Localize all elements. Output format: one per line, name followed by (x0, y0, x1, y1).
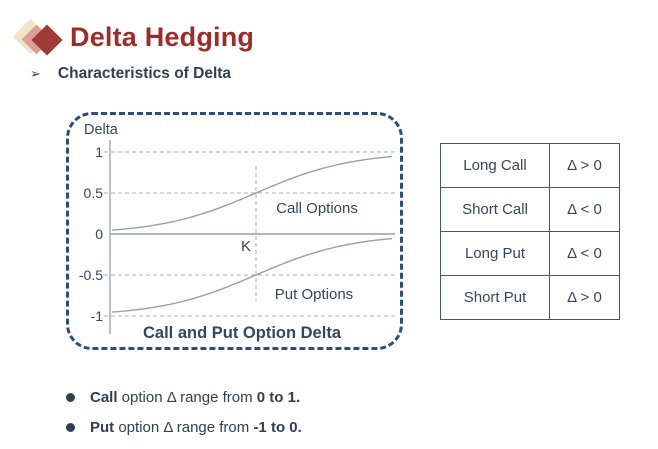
position-cell: Long Call (440, 143, 550, 188)
delta-sign-table: Long Call Δ > 0 Short Call Δ < 0 Long Pu… (440, 143, 620, 320)
bullet-dot-icon (66, 392, 75, 402)
position-cell: Long Put (440, 231, 550, 276)
delta-sign-cell: Δ > 0 (549, 143, 620, 188)
put-delta-curve (111, 237, 393, 313)
call-options-label: Call Options (276, 200, 358, 217)
table-row: Long Put Δ < 0 (440, 231, 620, 276)
page-title: Delta Hedging (70, 22, 255, 52)
section-heading: Characteristics of Delta (57, 65, 232, 82)
table-row: Short Call Δ < 0 (440, 187, 620, 232)
put-options-label: Put Options (275, 286, 353, 303)
bullet-middle: option Δ range from (117, 388, 257, 406)
arrow-bullet-icon: ➢ (30, 66, 41, 81)
delta-sign-cell: Δ < 0 (549, 231, 620, 276)
delta-sign-cell: Δ > 0 (549, 275, 620, 320)
ytick-05: 0.5 (84, 185, 104, 201)
ytick-0: 0 (95, 226, 103, 242)
bullet-lead: Put (90, 418, 115, 436)
bullet-middle: option Δ range from (114, 418, 254, 436)
delta-chart: Delta 1 0.5 0 -0.5 -1 K Call Options Put… (79, 122, 395, 342)
section-heading-row: ➢ Characteristics of Delta (30, 65, 231, 83)
strike-label: K (241, 238, 251, 255)
bullet-dot-icon (66, 422, 75, 432)
delta-sign-cell: Δ < 0 (549, 187, 620, 232)
bullet-tail: 0 to 1. (256, 388, 301, 406)
call-delta-curve (111, 155, 393, 231)
ytick-m05: -0.5 (79, 267, 103, 283)
bullet-text: Put option Δ range from -1 to 0. (90, 419, 302, 436)
list-item: Call option Δ range from 0 to 1. (66, 382, 302, 412)
table-row: Short Put Δ > 0 (440, 275, 620, 320)
position-cell: Short Put (440, 275, 550, 320)
key-points-list: Call option Δ range from 0 to 1. Put opt… (66, 382, 302, 442)
list-item: Put option Δ range from -1 to 0. (66, 412, 302, 442)
delta-chart-panel: Delta 1 0.5 0 -0.5 -1 K Call Options Put… (66, 112, 403, 350)
ytick-1: 1 (95, 144, 103, 160)
ytick-m1: -1 (91, 308, 104, 324)
bullet-tail: -1 to 0. (253, 418, 302, 436)
position-cell: Short Call (440, 187, 550, 232)
chart-caption: Call and Put Option Delta (143, 324, 342, 342)
y-axis-label: Delta (84, 122, 119, 138)
slide-logo (0, 0, 70, 62)
bullet-lead: Call (90, 388, 118, 406)
bullet-text: Call option Δ range from 0 to 1. (90, 389, 300, 406)
table-row: Long Call Δ > 0 (440, 143, 620, 188)
